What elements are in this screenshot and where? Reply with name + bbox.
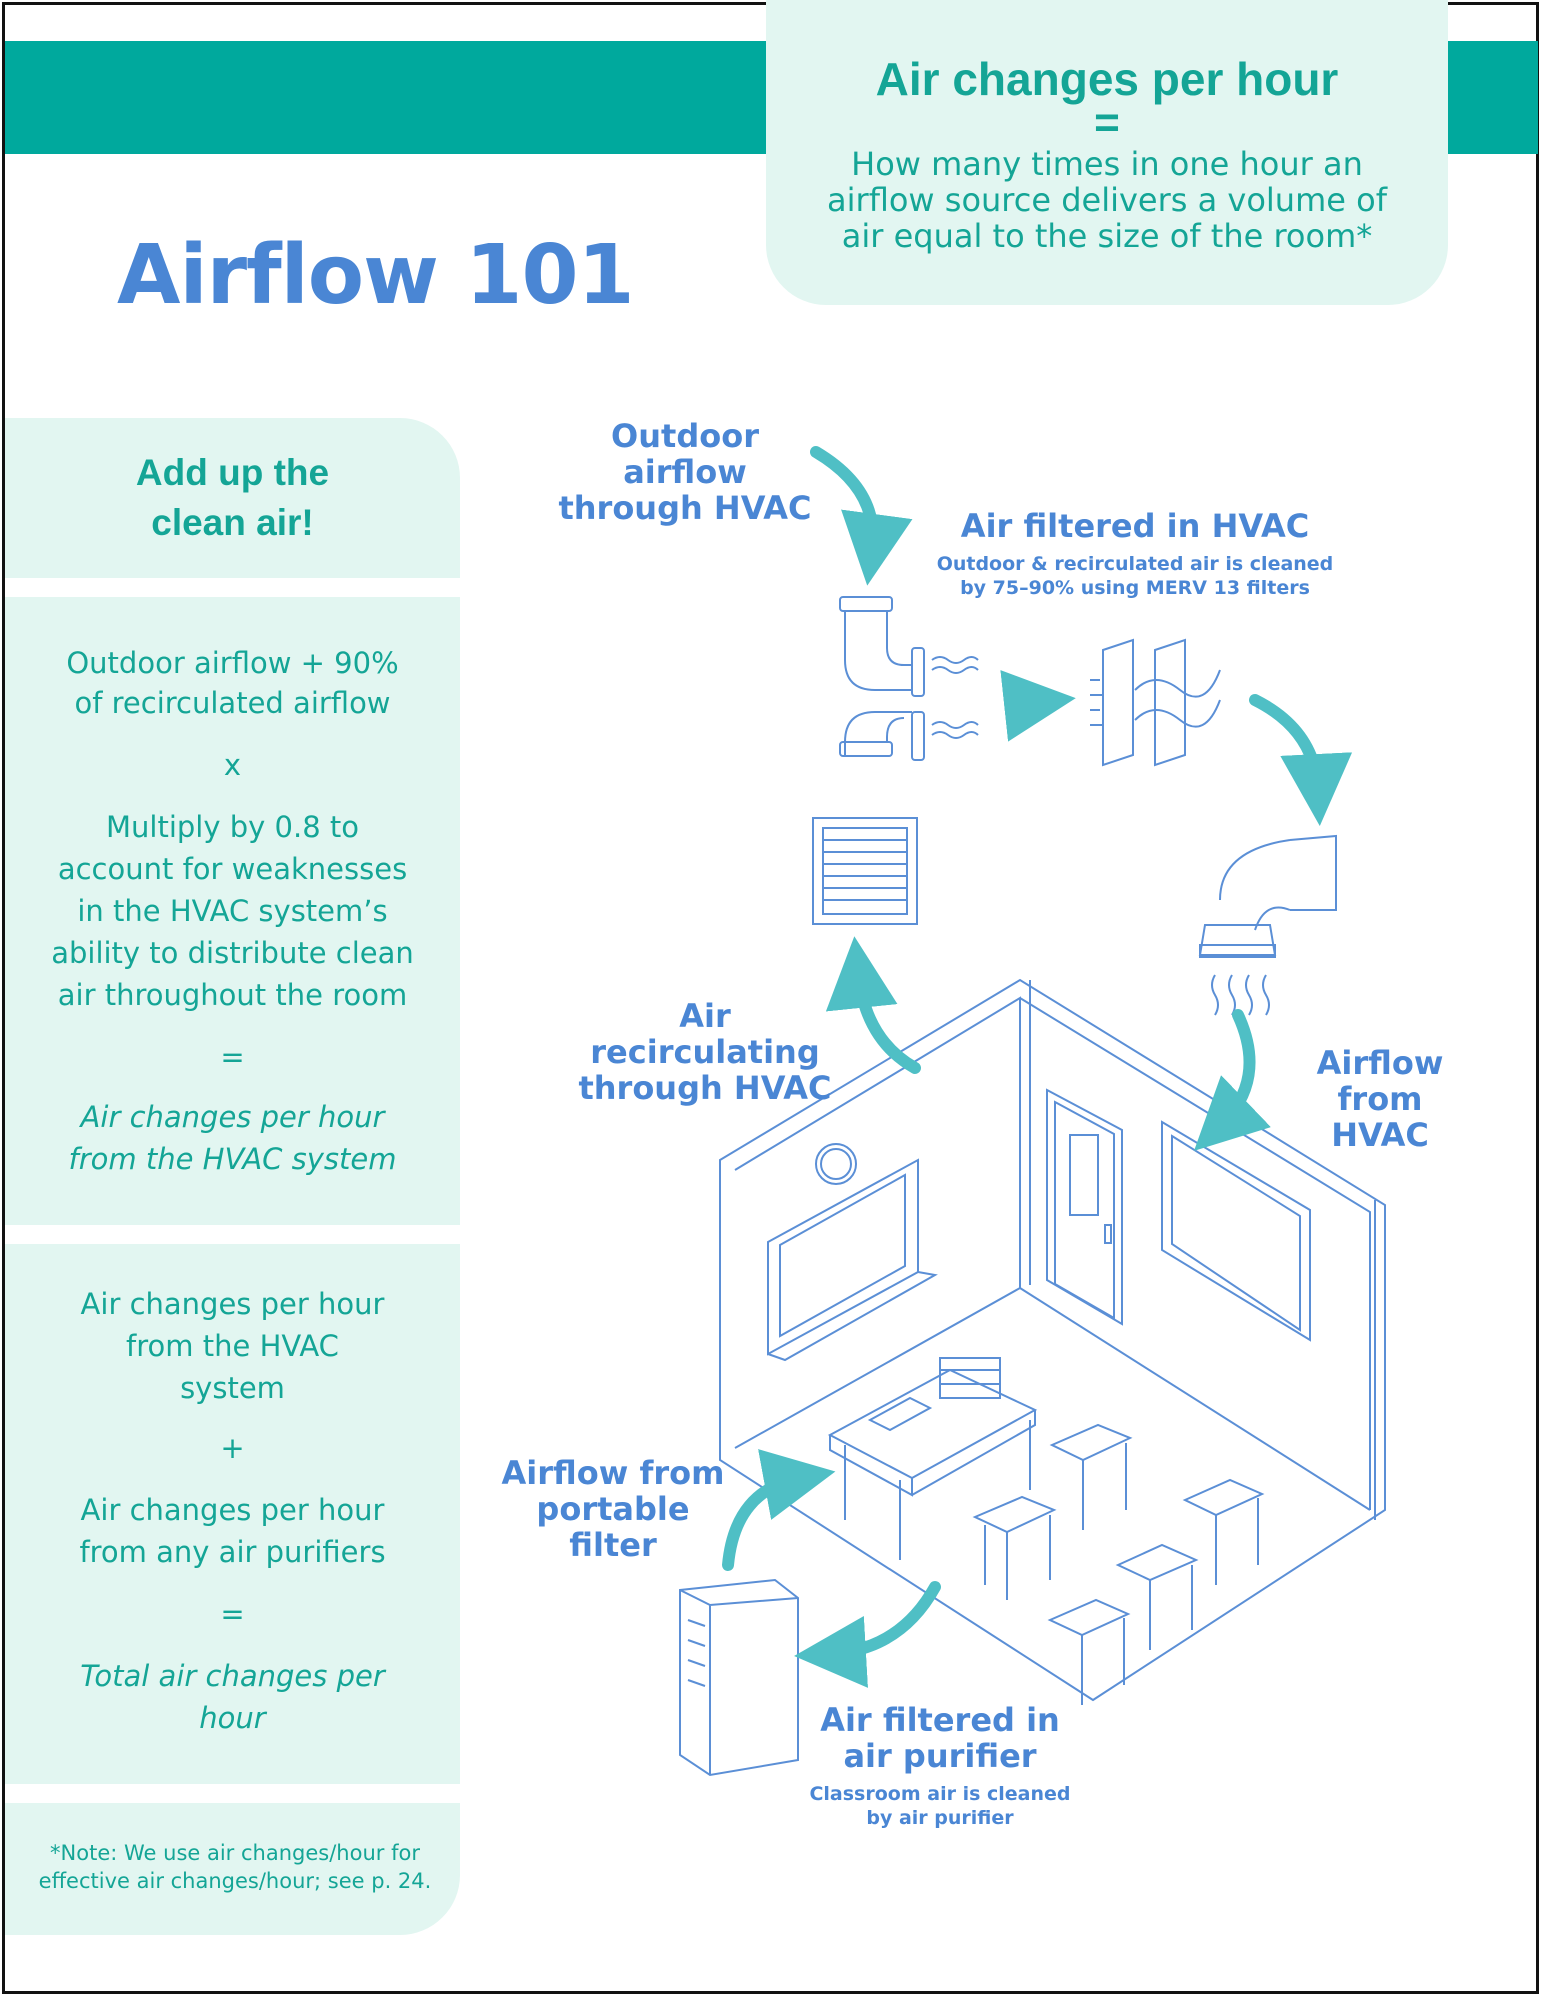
label-line: air purifier — [843, 1737, 1037, 1775]
formula-line: in the HVAC system’s — [77, 894, 388, 928]
filtered-hvac-title: Air filtered in HVAC — [960, 507, 1310, 545]
formula-line: account for weaknesses — [57, 852, 408, 886]
definition-text: How many times in one hour an airflow so… — [827, 145, 1387, 255]
formula-line: Multiply by 0.8 to — [106, 810, 359, 844]
arrow-purifier-icon — [794, 1581, 941, 1688]
sidebar-heading-line2: clean air! — [151, 502, 314, 543]
label-line: by 75–90% using MERV 13 filters — [960, 577, 1310, 599]
recirculating-label: Air recirculating through HVAC — [570, 998, 840, 1106]
total-formula-panel: Air changes per hour from the HVAC syste… — [5, 1244, 460, 1784]
label-line: portable filter — [536, 1490, 690, 1564]
label-line: Outdoor airflow — [611, 417, 759, 491]
filter-icon — [1090, 638, 1221, 767]
outdoor-airflow-label: Outdoor airflow through HVAC — [555, 418, 815, 526]
formula-result: from the HVAC system — [68, 1142, 397, 1176]
sidebar-heading-panel: Add up the clean air! — [5, 418, 460, 578]
label-line: Outdoor & recirculated air is cleaned — [936, 553, 1334, 575]
note-line: *Note: We use air changes/hour for — [50, 1841, 420, 1865]
definition-box: Air changes per hour = How many times in… — [766, 0, 1448, 305]
air-purifier-icon — [679, 1578, 799, 1777]
formula-result: Air changes per hour — [80, 1100, 385, 1134]
definition-equals: = — [1094, 98, 1120, 147]
formula-line: of recirculated airflow — [74, 686, 391, 720]
label-line: by air purifier — [866, 1807, 1014, 1829]
sidebar-heading-line1: Add up the — [135, 452, 330, 493]
air-purifier-subtitle: Classroom air is cleaned by air purifier — [800, 1782, 1080, 1830]
formula-line: Air changes per hour — [80, 1287, 385, 1321]
vent-icon — [812, 817, 918, 925]
air-purifier-label: Air filtered in air purifier — [820, 1702, 1060, 1774]
door-icon — [1046, 1088, 1123, 1326]
label-line: through HVAC — [578, 1069, 832, 1107]
arrow-duct-icon — [1249, 694, 1353, 826]
desk-icon — [827, 1368, 1038, 1480]
arrow-from-hvac-icon — [1194, 1009, 1271, 1151]
formula-line: Air changes per hour — [80, 1493, 385, 1527]
classroom-icon — [719, 978, 1386, 1705]
formula-line: air throughout the room — [57, 978, 408, 1012]
airflow-from-hvac-label: Airflow from HVAC — [1270, 1045, 1490, 1153]
arrow-recirc-icon — [825, 936, 921, 1074]
arrow-filter-icon — [1000, 670, 1076, 742]
formula-equals: = — [220, 1597, 245, 1631]
arrow-outdoor-icon — [810, 446, 913, 586]
clock-icon — [815, 1143, 857, 1185]
formula-operator: x — [223, 748, 242, 782]
formula-line: system — [180, 1371, 285, 1405]
hvac-formula-panel: Outdoor airflow + 90% of recirculated ai… — [5, 597, 460, 1225]
label-line: Air filtered in — [820, 1701, 1060, 1739]
formula-line: Outdoor airflow + 90% — [66, 646, 399, 680]
page-title: Airflow 101 — [117, 228, 635, 323]
filtered-hvac-subtitle: Outdoor & recirculated air is cleaned by… — [900, 552, 1370, 600]
label-line: Airflow from — [501, 1454, 725, 1492]
formula-operator: + — [220, 1431, 245, 1465]
formula-result: Total air changes per — [80, 1659, 385, 1693]
definition-title: Air changes per hour — [875, 53, 1339, 105]
formula-line: from the HVAC — [126, 1329, 339, 1363]
label-line: Air recirculating — [590, 997, 820, 1071]
formula-equals: = — [220, 1040, 245, 1074]
note-panel: *Note: We use air changes/hour for effec… — [5, 1803, 460, 1935]
label-line: Classroom air is cleaned — [809, 1783, 1071, 1805]
pipe-icon — [839, 596, 979, 761]
formula-line: ability to distribute clean — [51, 936, 414, 970]
formula-line: from any air purifiers — [79, 1535, 386, 1569]
label-line: through HVAC — [558, 489, 812, 527]
portable-filter-label: Airflow from portable filter — [498, 1455, 728, 1563]
note-line: effective air changes/hour; see p. 24. — [38, 1869, 432, 1893]
arrow-portable-icon — [722, 1449, 836, 1571]
duct-icon — [1198, 834, 1337, 1016]
formula-result: hour — [199, 1701, 266, 1735]
label-line: Airflow from — [1316, 1044, 1444, 1118]
label-line: HVAC — [1331, 1116, 1429, 1154]
